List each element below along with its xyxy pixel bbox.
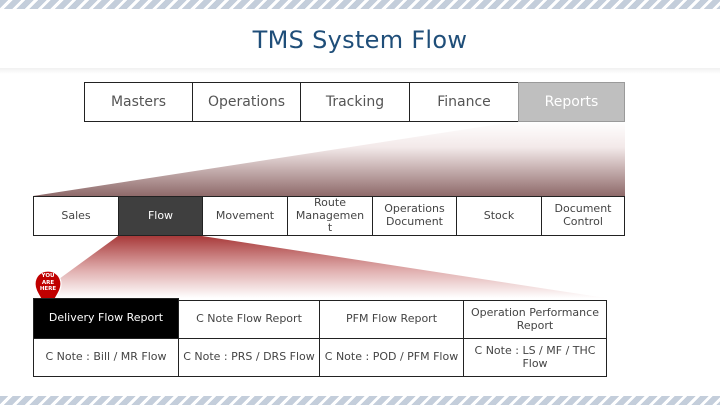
report-delivery-flow[interactable]: Delivery Flow Report	[33, 298, 179, 339]
report-c-note-ls-mf-thc-flow[interactable]: C Note : LS / MF / THC Flow	[463, 338, 607, 377]
report-c-note-pod-pfm-flow[interactable]: C Note : POD / PFM Flow	[319, 338, 464, 377]
submenu-item-document-control[interactable]: Document Control	[541, 196, 625, 236]
report-c-note-flow[interactable]: C Note Flow Report	[178, 300, 320, 339]
reports-zoom-connector	[33, 121, 625, 196]
you-are-here-label: YOU ARE HERE	[39, 273, 57, 292]
submenu-item-operations-document[interactable]: Operations Document	[372, 196, 457, 236]
page-title: TMS System Flow	[252, 26, 468, 54]
bottom-stripe	[0, 396, 720, 405]
submenu-item-stock[interactable]: Stock	[456, 196, 542, 236]
tab-reports[interactable]: Reports	[518, 82, 625, 122]
submenu-item-route-management[interactable]: Route Managemen t	[287, 196, 373, 236]
submenu-item-flow[interactable]: Flow	[118, 196, 203, 236]
tab-finance[interactable]: Finance	[409, 82, 519, 122]
tab-tracking[interactable]: Tracking	[300, 82, 410, 122]
report-pfm-flow[interactable]: PFM Flow Report	[319, 300, 464, 339]
submenu-item-sales[interactable]: Sales	[33, 196, 119, 236]
tab-masters[interactable]: Masters	[84, 82, 193, 122]
flow-zoom-connector	[33, 236, 606, 298]
report-operation-performance[interactable]: Operation Performance Report	[463, 300, 607, 339]
report-c-note-bill-mr-flow[interactable]: C Note : Bill / MR Flow	[33, 338, 179, 377]
submenu-item-movement[interactable]: Movement	[202, 196, 288, 236]
tab-operations[interactable]: Operations	[192, 82, 301, 122]
report-c-note-prs-drs-flow[interactable]: C Note : PRS / DRS Flow	[178, 338, 320, 377]
top-stripe	[0, 0, 720, 9]
title-divider	[0, 68, 720, 74]
